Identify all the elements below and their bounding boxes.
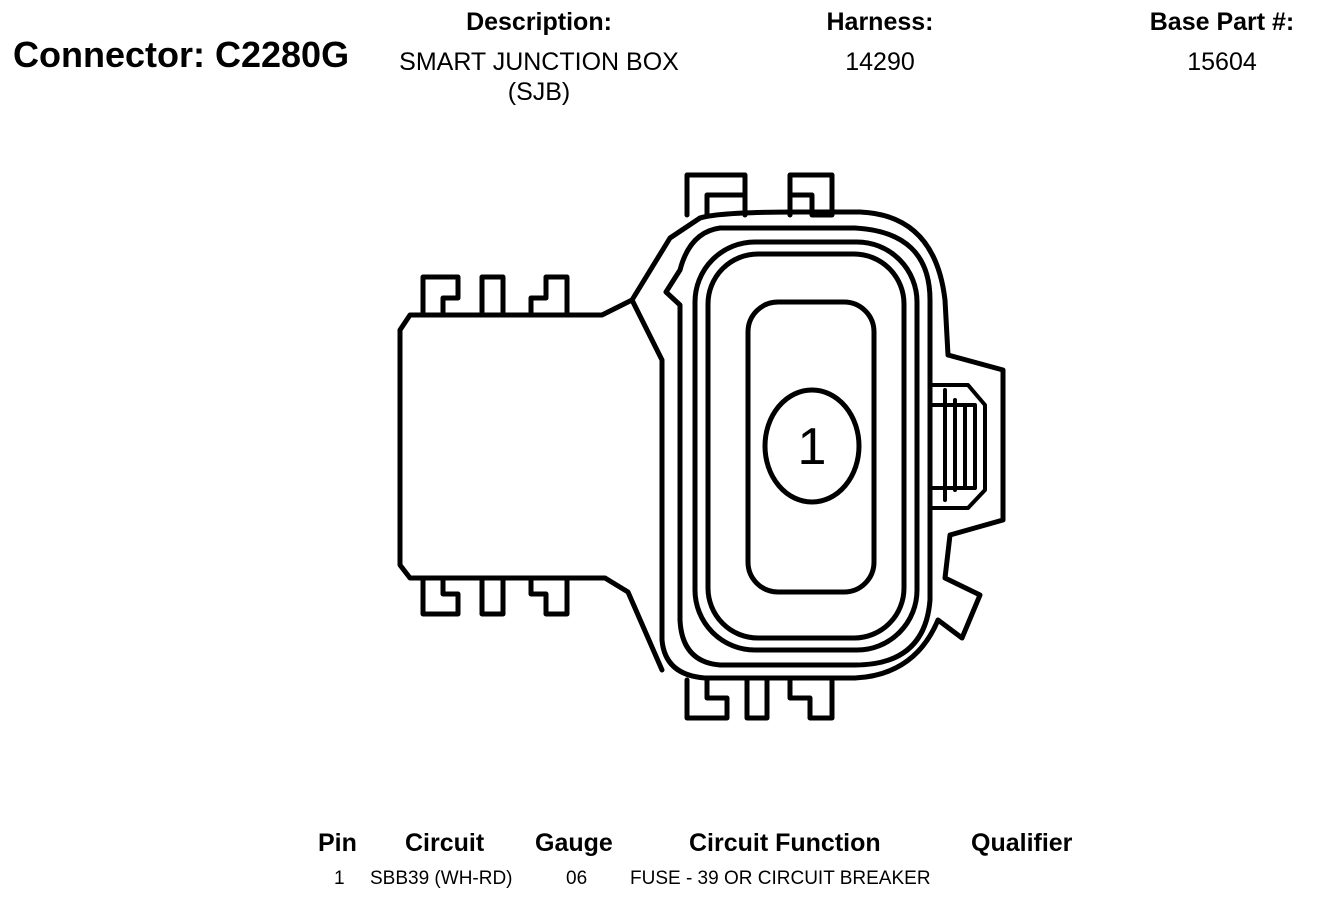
harness-value: 14290 <box>845 48 915 76</box>
column-header-pin: Pin <box>318 829 357 857</box>
cell-pin: 1 <box>334 868 345 889</box>
left-bottom-latch-tabs <box>420 578 570 617</box>
left-top-latch-tabs <box>420 274 570 315</box>
column-header-gauge: Gauge <box>535 829 613 857</box>
pin-1-label: 1 <box>798 418 827 476</box>
housing-middle-ring <box>692 239 920 653</box>
cell-gauge: 06 <box>566 868 588 889</box>
base-part-label: Base Part #: <box>1149 8 1295 36</box>
pin-1-marker: 1 <box>762 387 862 505</box>
top-latch-tabs <box>684 172 835 218</box>
description-line-1: SMART JUNCTION BOX <box>399 48 679 76</box>
column-header-circuit: Circuit <box>405 829 485 857</box>
cell-circuit: SBB39 (WH-RD) <box>370 868 513 889</box>
base-part-value: 15604 <box>1187 48 1257 76</box>
housing-inner-ring <box>705 251 907 641</box>
main-housing-outline <box>629 209 1006 681</box>
connector-left-body <box>397 215 703 673</box>
pin-cavity <box>745 299 877 595</box>
description-value: SMART JUNCTION BOX (SJB) <box>378 47 700 107</box>
column-header-circuit-function: Circuit Function <box>689 829 881 857</box>
connector-title: Connector: C2280G <box>13 34 350 75</box>
harness-label: Harness: <box>826 8 934 36</box>
column-header-qualifier: Qualifier <box>971 829 1073 857</box>
housing-outer-ring <box>663 225 933 668</box>
bottom-latch-tabs <box>684 677 835 721</box>
right-lock-mechanism <box>930 383 987 510</box>
description-line-2: (SJB) <box>507 78 571 106</box>
cell-circuit-function: FUSE - 39 OR CIRCUIT BREAKER <box>630 868 931 889</box>
description-label: Description: <box>466 8 612 36</box>
